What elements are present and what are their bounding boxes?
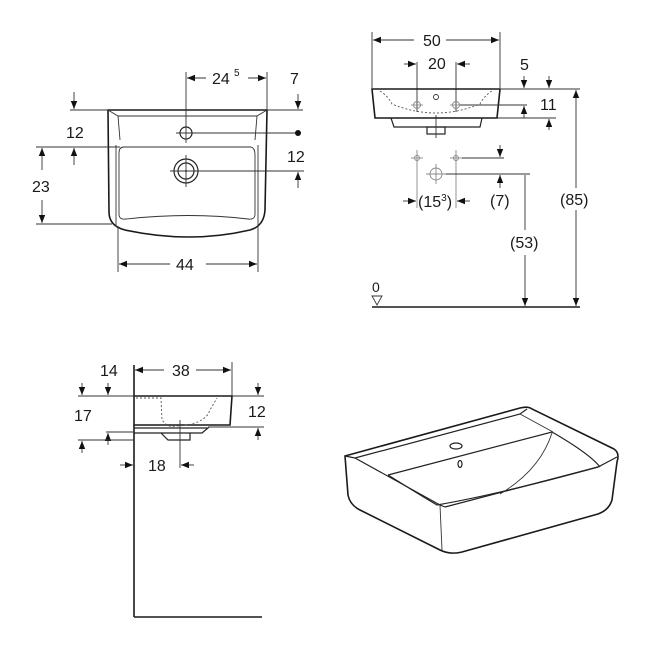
top-view: 24 5 7 12 12 23 44 bbox=[32, 68, 305, 274]
dim-drain-wall-offset: 18 bbox=[148, 458, 166, 475]
dim-supply-spacing: 20 bbox=[428, 56, 446, 73]
dim-rim-height: 5 bbox=[520, 57, 529, 74]
dim-tap-depth: 12 bbox=[66, 125, 84, 142]
dim-supply-spacing-alt: (153) bbox=[418, 193, 452, 211]
overflow-icon bbox=[457, 459, 463, 469]
dim-rim-floor-height: (85) bbox=[560, 192, 588, 209]
dim-projection: 38 bbox=[172, 363, 190, 380]
dim-supply-height: 11 bbox=[540, 97, 557, 114]
level-marker-icon bbox=[371, 295, 383, 306]
dim-overall-width: 50 bbox=[423, 33, 441, 50]
dim-supply-offset: (7) bbox=[490, 193, 510, 210]
dim-drain-depth: 12 bbox=[287, 149, 305, 166]
dim-tap-offset: 24 bbox=[212, 71, 230, 88]
dim-bowl-width: 44 bbox=[176, 257, 194, 274]
basin-outline-top bbox=[107, 109, 268, 238]
dim-wall-offset: 14 bbox=[100, 363, 118, 380]
tap-hole-icon bbox=[449, 442, 463, 450]
basin-outline-side bbox=[134, 395, 233, 426]
perspective-view bbox=[344, 406, 619, 554]
basin-outline-front bbox=[371, 88, 501, 119]
dim-rear-edge: 7 bbox=[290, 71, 299, 88]
supply-marker-left bbox=[411, 101, 423, 109]
dim-bowl-depth: 23 bbox=[32, 179, 50, 196]
dim-drain-height: (53) bbox=[510, 235, 538, 252]
bowl-inner-top bbox=[118, 146, 256, 220]
front-view: 50 20 5 11 bbox=[371, 32, 588, 308]
dim-overall-height: 17 bbox=[74, 408, 92, 425]
floor-level-label: 0 bbox=[372, 279, 380, 295]
basin-perspective bbox=[344, 406, 619, 554]
dim-front-height: 12 bbox=[248, 404, 266, 421]
side-view: 38 14 17 12 18 bbox=[74, 362, 266, 618]
svg-text:5: 5 bbox=[234, 68, 240, 79]
